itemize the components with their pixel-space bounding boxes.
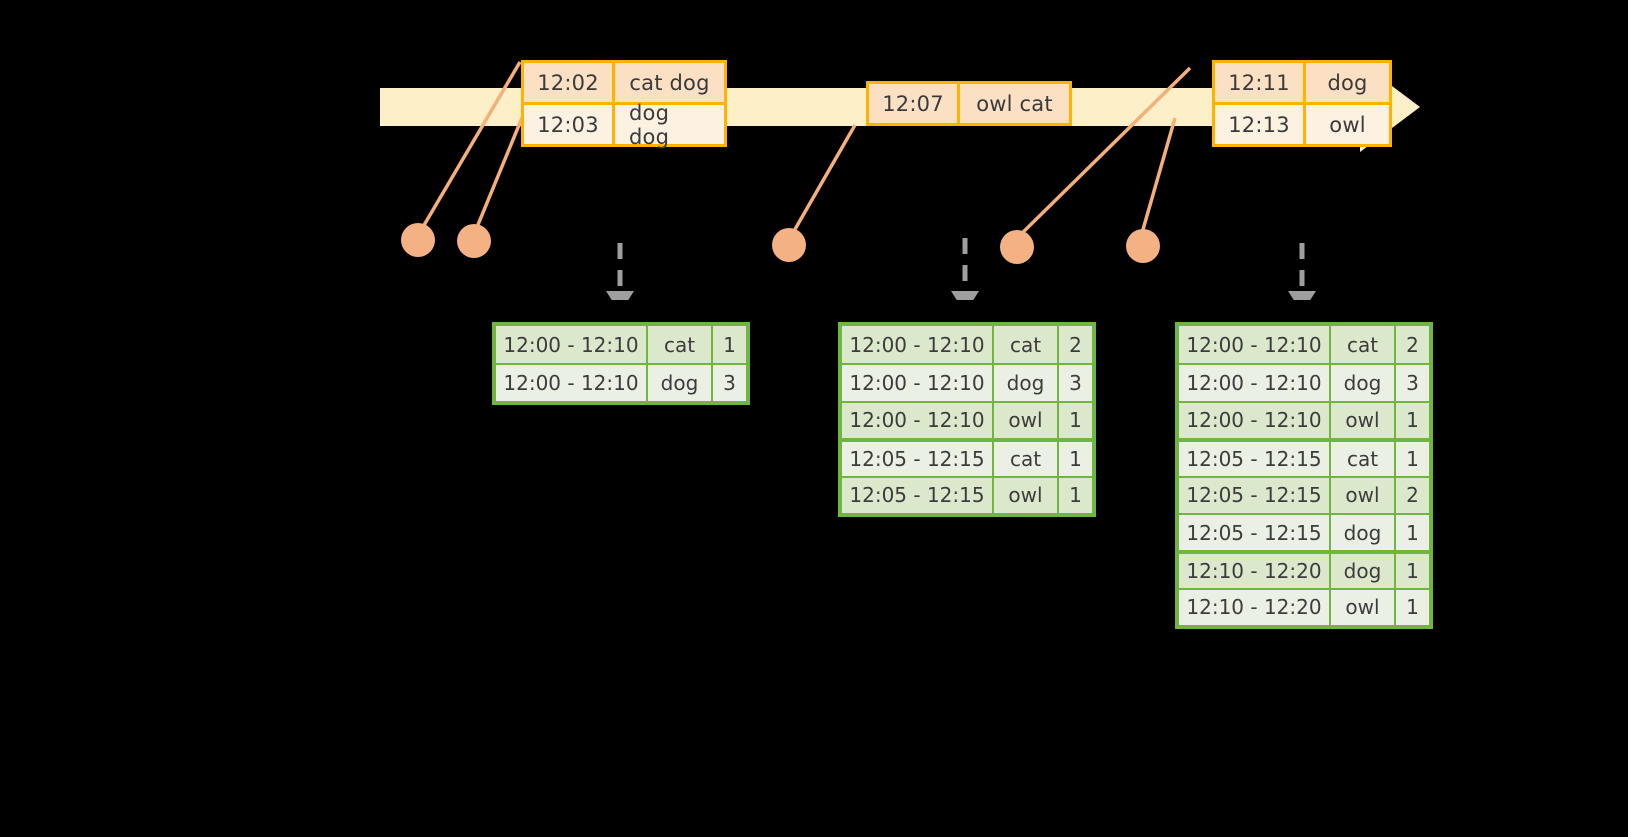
word-cell: dog xyxy=(1329,514,1394,551)
event-group-1-box[interactable]: 12:02 cat dog 12:03 dog dog xyxy=(521,60,727,149)
count-cell: 2 xyxy=(1057,326,1092,364)
event-dot-3 xyxy=(772,228,806,262)
event-dot-4 xyxy=(1000,230,1034,264)
window-cell: 12:00 - 12:10 xyxy=(1179,326,1329,364)
word-cell: owl xyxy=(1329,477,1394,513)
event-row[interactable]: 12:07 owl cat xyxy=(869,84,1069,123)
count-cell: 1 xyxy=(1394,514,1429,551)
count-cell: 1 xyxy=(711,326,746,364)
count-cell: 1 xyxy=(1057,477,1092,513)
event-words: owl cat xyxy=(957,84,1069,123)
window-cell: 12:10 - 12:20 xyxy=(1179,554,1329,588)
event-dot-2 xyxy=(457,224,491,258)
count-cell: 1 xyxy=(1057,402,1092,439)
event-row[interactable]: 12:11 dog xyxy=(1215,63,1389,102)
word-cell: dog xyxy=(646,365,711,401)
event-dot-5 xyxy=(1126,229,1160,263)
dashed-arrow-heads xyxy=(606,291,1316,300)
count-cell: 2 xyxy=(1394,477,1429,513)
word-cell: owl xyxy=(992,402,1057,439)
word-cell: dog xyxy=(992,365,1057,401)
event-group-3-box[interactable]: 12:11 dog 12:13 owl xyxy=(1212,60,1392,147)
event-words: dog dog xyxy=(612,101,724,149)
event-time: 12:11 xyxy=(1215,63,1303,102)
window-cell: 12:00 - 12:10 xyxy=(842,365,992,401)
window-cell: 12:00 - 12:10 xyxy=(1179,402,1329,439)
count-cell: 2 xyxy=(1394,326,1429,364)
window-cell: 12:05 - 12:15 xyxy=(1179,477,1329,513)
event-words: owl xyxy=(1303,105,1389,144)
window-cell: 12:00 - 12:10 xyxy=(1179,365,1329,401)
event-words: dog xyxy=(1303,63,1389,102)
window-cell: 12:05 - 12:15 xyxy=(842,477,992,513)
word-cell: owl xyxy=(1329,589,1394,626)
event-dots xyxy=(401,223,1160,264)
count-cell: 1 xyxy=(1394,442,1429,476)
word-cell: cat xyxy=(992,326,1057,364)
event-row[interactable]: 12:02 cat dog xyxy=(524,63,724,102)
event-time: 12:02 xyxy=(524,63,612,102)
word-cell: dog xyxy=(1329,554,1394,588)
event-row[interactable]: 12:03 dog dog xyxy=(524,101,724,149)
event-time: 12:03 xyxy=(524,105,612,144)
event-time: 12:13 xyxy=(1215,105,1303,144)
window-cell: 12:05 - 12:15 xyxy=(842,442,992,476)
event-words: cat dog xyxy=(612,63,724,102)
count-cell: 3 xyxy=(1057,365,1092,401)
connector-lines xyxy=(418,61,1192,242)
event-group-2-box[interactable]: 12:07 owl cat xyxy=(866,81,1072,126)
word-cell: cat xyxy=(646,326,711,364)
window-cell: 12:00 - 12:10 xyxy=(496,326,646,364)
word-cell: owl xyxy=(1329,402,1394,439)
word-cell: cat xyxy=(992,442,1057,476)
event-time: 12:07 xyxy=(869,84,957,123)
word-cell: owl xyxy=(992,477,1057,513)
timeline-graphics xyxy=(380,61,1420,300)
count-cell: 1 xyxy=(1394,554,1429,588)
count-cell: 1 xyxy=(1394,589,1429,626)
word-cell: dog xyxy=(1329,365,1394,401)
count-cell: 1 xyxy=(1394,402,1429,439)
count-cell: 1 xyxy=(1057,442,1092,476)
window-cell: 12:00 - 12:10 xyxy=(496,365,646,401)
count-cell: 3 xyxy=(711,365,746,401)
window-cell: 12:00 - 12:10 xyxy=(842,402,992,439)
event-row[interactable]: 12:13 owl xyxy=(1215,102,1389,144)
window-cell: 12:10 - 12:20 xyxy=(1179,589,1329,626)
event-dot-1 xyxy=(401,223,435,257)
window-cell: 12:05 - 12:15 xyxy=(1179,442,1329,476)
word-cell: cat xyxy=(1329,442,1394,476)
dashed-arrows xyxy=(617,238,1305,293)
window-cell: 12:00 - 12:10 xyxy=(842,326,992,364)
word-cell: cat xyxy=(1329,326,1394,364)
window-cell: 12:05 - 12:15 xyxy=(1179,514,1329,551)
count-cell: 3 xyxy=(1394,365,1429,401)
